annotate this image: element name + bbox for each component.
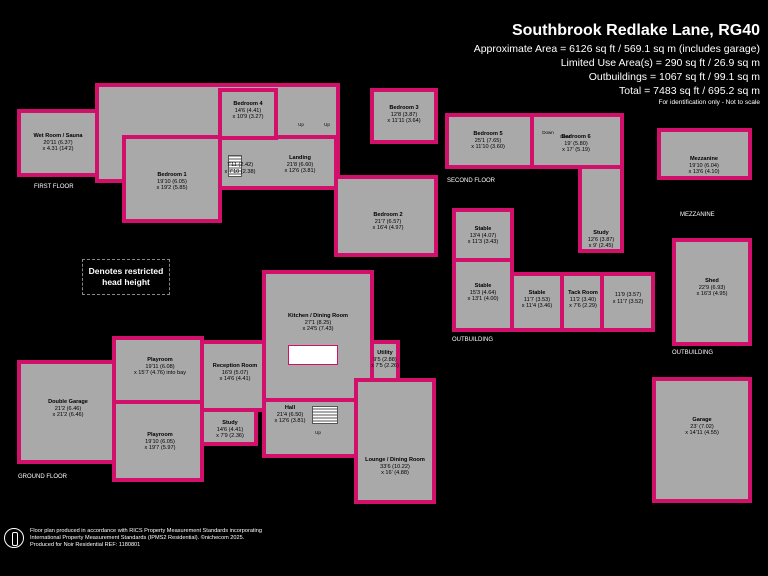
label-up-3: Up xyxy=(315,430,321,435)
area-total: Total = 7483 sq ft / 695.2 sq m xyxy=(619,85,760,97)
room-stable-2 xyxy=(452,258,514,332)
label-up-1: Up xyxy=(298,122,304,127)
room-double-garage xyxy=(17,360,117,464)
label-ff-small: 7'11 (2.42) x 7'10 (2.38) xyxy=(224,162,256,175)
first-floor-stairs xyxy=(228,155,242,177)
area-summary: Approximate Area = 6126 sq ft / 569.1 sq… xyxy=(474,42,760,98)
room-wet-room xyxy=(17,109,99,177)
kitchen-island xyxy=(288,345,338,365)
floor-label-outbuilding-2: OUTBUILDING xyxy=(672,350,714,356)
key-line-2: head height xyxy=(102,277,150,287)
room-study-ground xyxy=(200,408,258,446)
identification-note: For identification only - Not to scale xyxy=(658,99,760,106)
floor-label-ground: GROUND FLOOR xyxy=(18,474,68,480)
room-bedroom-2 xyxy=(334,175,438,257)
label-down-1: Down xyxy=(542,130,554,135)
room-bedroom-1 xyxy=(122,135,222,223)
rics-logo-icon xyxy=(4,528,24,548)
plan-title: Southbrook Redlake Lane, RG40 xyxy=(511,22,760,39)
room-bedroom-6 xyxy=(530,113,624,169)
floor-label-mezzanine: MEZZANINE xyxy=(680,212,715,218)
area-outbuildings: Outbuildings = 1067 sq ft / 99.1 sq m xyxy=(588,71,760,83)
label-down-2: Down xyxy=(560,134,572,139)
room-shed xyxy=(672,238,752,346)
room-mezzanine xyxy=(657,128,752,180)
area-total-house: Approximate Area = 6126 sq ft / 569.1 sq… xyxy=(473,43,760,55)
floor-label-first: FIRST FLOOR xyxy=(34,184,74,190)
room-tack-room xyxy=(560,272,604,332)
room-study-second xyxy=(578,165,624,253)
floor-label-outbuilding-1: OUTBUILDING xyxy=(452,337,494,343)
footer: Floor plan produced in accordance with R… xyxy=(30,528,262,550)
label-outbuilding-store: 11'9 (3.57) x 11'7 (3.52) xyxy=(612,292,644,305)
floor-label-second: SECOND FLOOR xyxy=(447,178,496,184)
footer-line-1: Floor plan produced in accordance with R… xyxy=(30,528,262,534)
room-bedroom-4 xyxy=(218,88,278,140)
area-limited-use: Limited Use Area(s) = 290 sq ft / 26.9 s… xyxy=(560,57,760,69)
ground-floor-stairs xyxy=(312,406,338,424)
room-hall xyxy=(262,398,358,458)
room-bedroom-5 xyxy=(445,113,535,169)
footer-line-2: International Property Measurement Stand… xyxy=(30,535,245,542)
room-garage xyxy=(652,377,752,503)
footer-line-3: Produced for Noir Residential REF: 11808… xyxy=(30,542,141,549)
room-bedroom-3 xyxy=(370,88,438,144)
room-outbuilding-store xyxy=(600,272,655,332)
key-line-1: Denotes restricted xyxy=(88,266,164,276)
room-playroom-1 xyxy=(112,336,204,404)
label-up-2: Up xyxy=(324,122,330,127)
restricted-head-height-key: Denotes restricted head height xyxy=(82,259,170,295)
room-stable-3 xyxy=(510,272,564,332)
room-lounge xyxy=(354,378,436,504)
